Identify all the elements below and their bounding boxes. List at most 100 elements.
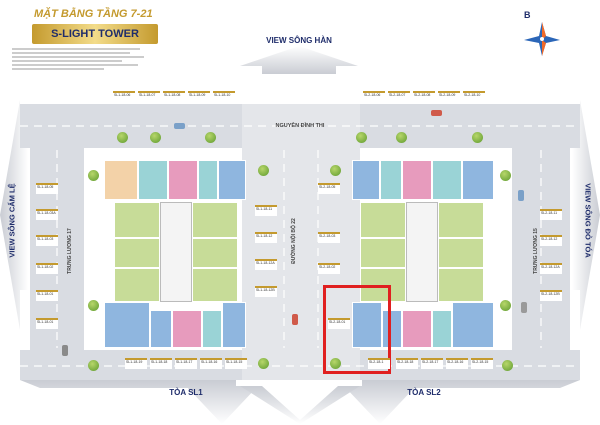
unit-sl1-18[interactable] bbox=[172, 310, 202, 348]
unit-tag: SL1-18-05 bbox=[36, 183, 58, 194]
core-sl2 bbox=[406, 202, 438, 302]
unit-sl2-08[interactable] bbox=[402, 160, 432, 200]
unit-tag: SL2-18-17 bbox=[421, 358, 443, 369]
unit-sl2-16[interactable] bbox=[432, 310, 452, 348]
tree bbox=[330, 165, 341, 176]
unit-tag: SL1-18-03 bbox=[36, 235, 58, 246]
unit-sl1-03a[interactable] bbox=[114, 238, 160, 268]
tree bbox=[502, 360, 513, 371]
bottom-arrows-icon bbox=[20, 380, 580, 424]
unit-tag: SL1-18-02 bbox=[36, 263, 58, 274]
unit-sl2-12a[interactable] bbox=[438, 268, 484, 302]
unit-tag: SL1-18-16 bbox=[200, 358, 222, 369]
highlight-selected-unit[interactable] bbox=[323, 285, 391, 374]
unit-tag: SL2-18-05 bbox=[318, 183, 340, 194]
unit-sl1-10[interactable] bbox=[218, 160, 246, 200]
unit-tag: SL1-18-15 bbox=[225, 358, 247, 369]
unit-tag: SL2-18-07 bbox=[388, 91, 410, 102]
unit-tag: SL1-18-11 bbox=[255, 205, 277, 216]
unit-sl1-07[interactable] bbox=[138, 160, 168, 200]
tower-right-label: TÒA SL2 bbox=[407, 388, 441, 397]
floor-title: MẶT BẰNG TẦNG 7-21 bbox=[34, 8, 153, 20]
unit-tag: SL2-18-02 bbox=[318, 263, 340, 274]
tree bbox=[258, 358, 269, 369]
tower-sl2-plan bbox=[352, 160, 494, 348]
unit-tag: SL2-18-15 bbox=[471, 358, 493, 369]
unit-tag: SL2-18-11 bbox=[540, 209, 562, 220]
unit-tag: SL1-18-12A bbox=[255, 259, 277, 270]
tree bbox=[88, 170, 99, 181]
car bbox=[518, 190, 524, 201]
view-right-arrow-icon bbox=[572, 100, 600, 330]
unit-tag: SL1-18-03A bbox=[36, 209, 58, 220]
tower-name-banner: S-LIGHT TOWER bbox=[32, 24, 158, 44]
unit-tag: SL2-18-16 bbox=[446, 358, 468, 369]
unit-sl1-11[interactable] bbox=[192, 202, 238, 238]
unit-tag: SL2-18-08 bbox=[413, 91, 435, 102]
unit-sl1-03[interactable] bbox=[114, 268, 160, 302]
tree bbox=[258, 165, 269, 176]
street-right-label: TRƯNG LƯƠNG 15 bbox=[533, 228, 539, 274]
tower-sl1-plan bbox=[104, 160, 246, 348]
unit-sl2-03[interactable] bbox=[360, 238, 406, 268]
unit-sl2-15[interactable] bbox=[452, 302, 494, 348]
unit-sl2-06[interactable] bbox=[352, 160, 380, 200]
unit-tag: SL1-18-19 bbox=[125, 358, 147, 369]
street-left-label: TRƯNG LƯƠNG 17 bbox=[67, 228, 73, 274]
unit-sl1-19[interactable] bbox=[150, 310, 172, 348]
tower-left-label: TÒA SL1 bbox=[169, 388, 203, 397]
unit-sl1-02[interactable] bbox=[104, 302, 150, 348]
unit-sl1-12[interactable] bbox=[192, 238, 238, 268]
unit-sl1-06[interactable] bbox=[104, 160, 138, 200]
legend-lines-graphic bbox=[12, 48, 144, 70]
tree bbox=[88, 300, 99, 311]
unit-sl1-15[interactable] bbox=[222, 302, 246, 348]
car bbox=[292, 314, 298, 325]
unit-tag: SL2-18-12B bbox=[540, 290, 562, 301]
unit-sl2-11[interactable] bbox=[438, 202, 484, 238]
unit-tag: SL1-18-07 bbox=[138, 91, 160, 102]
unit-sl2-05[interactable] bbox=[360, 202, 406, 238]
unit-tag: SL1-18-12 bbox=[255, 232, 277, 243]
unit-sl2-01[interactable] bbox=[352, 302, 382, 348]
unit-tag: SL1-18-18 bbox=[150, 358, 172, 369]
unit-sl2-09[interactable] bbox=[432, 160, 462, 200]
core-sl1 bbox=[160, 202, 192, 302]
tree bbox=[117, 132, 128, 143]
unit-tag: SL2-18-09 bbox=[438, 91, 460, 102]
tower-name: S-LIGHT TOWER bbox=[51, 28, 139, 40]
compass: B bbox=[520, 10, 564, 56]
unit-sl2-18[interactable] bbox=[402, 310, 432, 348]
tree bbox=[396, 132, 407, 143]
unit-tag: SL2-18-01 bbox=[328, 318, 350, 329]
unit-tag: SL1-18-10 bbox=[213, 91, 235, 102]
unit-sl2-10[interactable] bbox=[462, 160, 494, 200]
view-left-arrow-icon bbox=[0, 100, 28, 330]
unit-sl1-08[interactable] bbox=[168, 160, 198, 200]
unit-tag: SL2-18-06 bbox=[363, 91, 385, 102]
unit-sl1-05[interactable] bbox=[114, 202, 160, 238]
unit-tag: SL1-18-06 bbox=[113, 91, 135, 102]
unit-sl1-09[interactable] bbox=[198, 160, 218, 200]
car bbox=[62, 345, 68, 356]
unit-tag: SL1-18-09 bbox=[188, 91, 210, 102]
view-top-label: VIEW SÔNG HÀN bbox=[266, 36, 332, 45]
unit-sl1-16[interactable] bbox=[202, 310, 222, 348]
unit-sl2-12[interactable] bbox=[438, 238, 484, 268]
unit-sl2-07[interactable] bbox=[380, 160, 402, 200]
unit-sl2-1[interactable] bbox=[382, 310, 402, 348]
unit-tag: SL2-18-18 bbox=[396, 358, 418, 369]
unit-tag: SL2-18-03 bbox=[318, 232, 340, 243]
unit-tag: SL1-18-12B bbox=[255, 286, 277, 297]
unit-tag: SL2-18-12 bbox=[540, 235, 562, 246]
car bbox=[174, 123, 185, 129]
street-top-label: NGUYỄN ĐÌNH THI bbox=[275, 123, 325, 129]
unit-sl1-12a[interactable] bbox=[192, 268, 238, 302]
tree bbox=[500, 300, 511, 311]
compass-label: B bbox=[524, 10, 531, 20]
street-center-label: ĐƯỜNG NỘI BỘ 22 bbox=[291, 218, 297, 264]
unit-tag: SL1-18-01 bbox=[36, 290, 58, 301]
tree bbox=[500, 170, 511, 181]
car bbox=[521, 302, 527, 313]
unit-tag: SL2-18-12A bbox=[540, 263, 562, 274]
